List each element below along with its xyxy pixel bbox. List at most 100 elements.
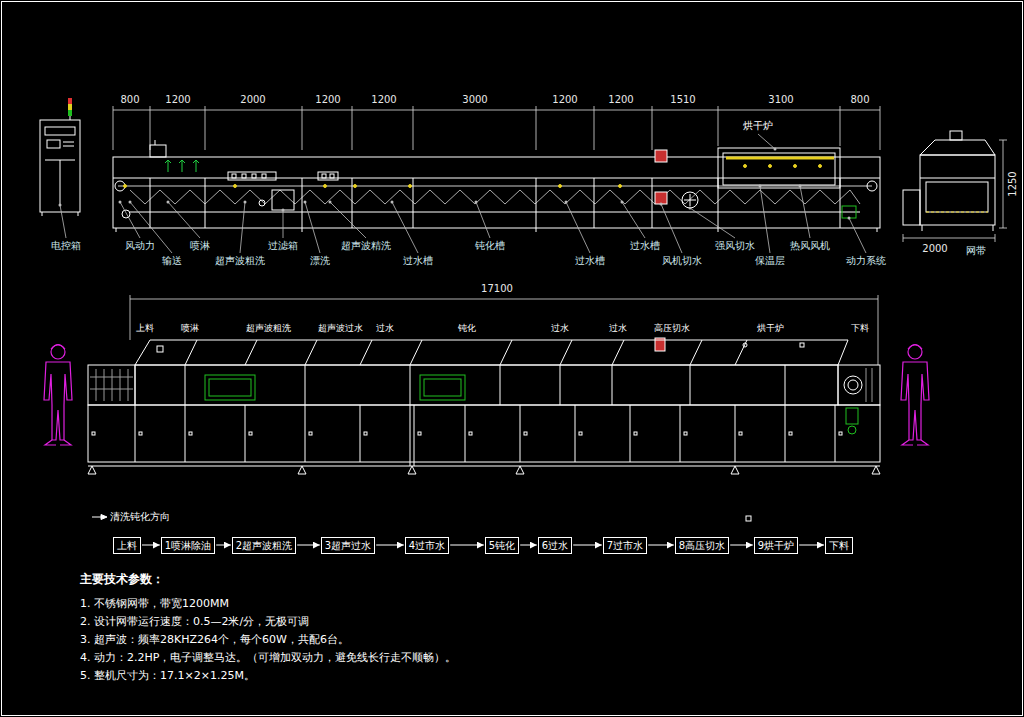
machine-perspective xyxy=(735,340,747,365)
operator-figure xyxy=(901,362,929,440)
machine-perspective xyxy=(579,432,582,435)
machine-side-view xyxy=(205,178,206,228)
flow-arrow xyxy=(216,545,231,546)
machine-side-view xyxy=(252,174,256,178)
flow-arrow xyxy=(520,545,537,546)
leader-dot xyxy=(848,217,851,220)
leader-line xyxy=(622,202,645,238)
machine-end-view xyxy=(926,212,988,213)
machine-perspective xyxy=(88,405,880,462)
dimension-lines xyxy=(352,106,353,150)
leader-dot xyxy=(621,201,624,204)
machine-end-view xyxy=(950,131,962,140)
section-label: 上料 xyxy=(136,323,154,333)
machine-side-view xyxy=(867,181,877,191)
heating-element xyxy=(769,165,772,168)
direction-note: 清洗钝化方向 xyxy=(110,511,170,523)
dimension-value: 1200 xyxy=(315,94,340,106)
dimension-lines xyxy=(130,299,878,300)
fan-motor xyxy=(655,150,667,162)
dimension-lines xyxy=(205,106,206,150)
heating-element xyxy=(409,185,412,188)
spray-nozzle xyxy=(179,160,185,163)
leader-line xyxy=(330,202,366,238)
process-box: 3超声过水 xyxy=(321,537,375,554)
machine-side-view xyxy=(877,228,878,232)
machine-side-view xyxy=(150,178,151,228)
dimension-value: 1200 xyxy=(165,94,190,106)
machine-perspective xyxy=(634,432,637,435)
heating-element xyxy=(559,185,562,188)
machine-side-view xyxy=(682,192,698,208)
machine-perspective xyxy=(90,377,133,378)
machine-side-view xyxy=(272,190,294,210)
machine-side-view xyxy=(652,178,653,228)
heating-element xyxy=(354,185,357,188)
dimension-lines xyxy=(130,295,131,340)
machine-perspective xyxy=(872,466,880,474)
section-label: 过水 xyxy=(551,323,569,333)
machine-perspective xyxy=(839,432,842,435)
dimension-lines xyxy=(652,106,653,150)
machine-perspective xyxy=(410,340,422,365)
section-label: 下料 xyxy=(851,323,869,333)
part-label: 电控箱 xyxy=(51,240,81,252)
leader-dot xyxy=(475,201,478,204)
leader-line xyxy=(758,134,775,149)
leader-dot xyxy=(759,185,762,188)
inspection-window xyxy=(848,426,856,434)
machine-perspective xyxy=(298,466,306,474)
machine-perspective xyxy=(135,365,838,405)
section-label: 过水 xyxy=(609,323,627,333)
machine-end-view xyxy=(920,155,995,225)
part-label: 超声波精洗 xyxy=(341,240,391,252)
machine-side-view xyxy=(302,228,303,232)
machine-perspective xyxy=(785,365,786,405)
machine-side-view xyxy=(116,228,117,232)
direction-arrow xyxy=(92,515,107,520)
leader-dot xyxy=(391,201,394,204)
process-box: 8高压切水 xyxy=(675,537,729,554)
leader-dot xyxy=(689,207,692,210)
step-text: 上料 xyxy=(117,540,137,551)
leader-dot xyxy=(329,201,332,204)
flow-arrow xyxy=(799,545,824,546)
machine-perspective xyxy=(575,405,576,462)
part-label: 喷淋 xyxy=(190,240,210,252)
machine-perspective xyxy=(360,405,361,462)
machine-perspective xyxy=(309,432,312,435)
part-label: 输送 xyxy=(162,255,182,267)
leader-dot xyxy=(129,201,132,204)
dimension-lines xyxy=(718,106,719,146)
process-box: 5钝化 xyxy=(485,537,519,554)
machine-side-view xyxy=(155,140,156,145)
spec-item: 4. 动力：2.2HP，电子调整马达。（可增加双动力，避免线长行走不顺畅）。 xyxy=(80,652,456,665)
operator-figure xyxy=(51,345,65,350)
machine-perspective xyxy=(524,432,527,435)
leader-dot xyxy=(244,201,247,204)
machine-perspective xyxy=(92,432,95,435)
spray-nozzle xyxy=(168,160,169,172)
spec-item: 1. 不锈钢网带，带宽1200MM xyxy=(80,598,229,611)
machine-perspective xyxy=(112,369,113,401)
machine-perspective xyxy=(418,432,421,435)
dimension-value: 800 xyxy=(850,94,869,106)
leader-dot xyxy=(304,201,307,204)
heating-element xyxy=(324,185,327,188)
section-label: 高压切水 xyxy=(654,323,690,333)
step-text: 3超声过水 xyxy=(325,540,371,551)
part-label: 风动力 xyxy=(125,240,155,252)
leader-line xyxy=(305,202,320,253)
machine-perspective xyxy=(690,340,702,365)
step-text: 2超声波粗洗 xyxy=(236,540,292,551)
machine-side-view xyxy=(842,206,856,218)
machine-perspective xyxy=(185,405,186,462)
inspection-window xyxy=(205,375,858,434)
machine-side-view xyxy=(118,186,872,187)
machine-side-view xyxy=(122,210,130,218)
part-label: 过水槽 xyxy=(403,255,433,267)
machine-perspective xyxy=(560,340,572,365)
flow-arrow xyxy=(648,545,674,546)
machine-perspective xyxy=(88,365,135,405)
